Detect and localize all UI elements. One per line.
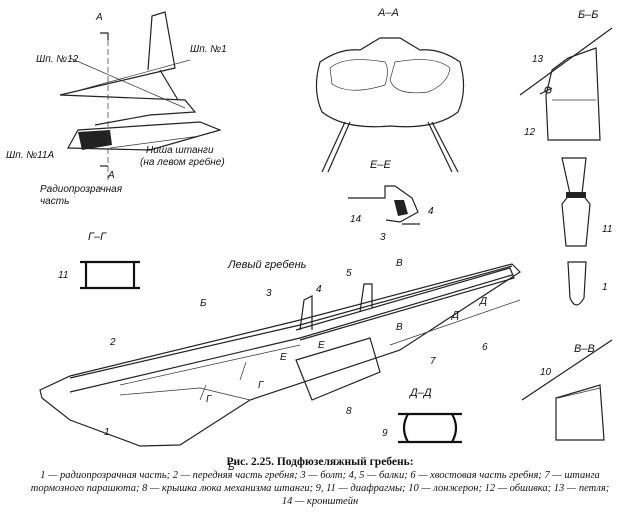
caption-legend-2: тормозного парашюта; 8 — крышка люка мех… bbox=[30, 483, 610, 494]
cut-label-a-top: А bbox=[95, 12, 103, 23]
callout-4-main: 4 bbox=[316, 284, 322, 295]
callout-9: 9 bbox=[382, 428, 388, 439]
caption-legend-3: 14 — кронштейн bbox=[281, 496, 359, 507]
cut-label-a-bottom: А bbox=[107, 170, 115, 181]
section-gg-title: Г–Г bbox=[88, 231, 107, 243]
cut-label-d-right: Д bbox=[479, 296, 487, 307]
cut-label-g-right: Г bbox=[258, 380, 265, 391]
radio-part-label-2: часть bbox=[40, 196, 69, 207]
callout-10: 10 bbox=[540, 367, 552, 378]
section-ee-title: Е–Е bbox=[370, 159, 391, 171]
frame-12-label: Шп. №12 bbox=[36, 54, 79, 65]
callout-14: 14 bbox=[350, 214, 362, 225]
section-bb-title: Б–Б bbox=[578, 9, 598, 21]
callout-3-main: 3 bbox=[266, 288, 272, 299]
frame-11a-label: Шп. №11А bbox=[6, 150, 54, 161]
cut-label-v-bottom: В bbox=[396, 322, 403, 333]
section-gg-drawing bbox=[80, 260, 140, 290]
cut-label-b-bottom: Б bbox=[228, 462, 235, 473]
callout-5: 5 bbox=[346, 268, 352, 279]
section-dd-drawing bbox=[398, 412, 462, 444]
callout-2: 2 bbox=[109, 337, 116, 348]
left-fin-title: Левый гребень bbox=[227, 259, 307, 271]
callout-7: 7 bbox=[430, 356, 436, 367]
main-fin-drawing bbox=[39, 263, 521, 447]
section-aa-drawing bbox=[315, 37, 465, 173]
callout-8: 8 bbox=[346, 406, 352, 417]
aircraft-side-view bbox=[59, 11, 222, 180]
cut-label-e-right: Е bbox=[318, 340, 325, 351]
callout-4-ee: 4 bbox=[428, 206, 434, 217]
section-aa-title: А–А bbox=[377, 7, 399, 19]
callout-1-right: 1 bbox=[602, 282, 608, 293]
callout-6: 6 bbox=[482, 342, 488, 353]
niche-label: Ниша штанги bbox=[146, 145, 214, 156]
cut-label-v-top: В bbox=[396, 258, 403, 269]
caption-title: Рис. 2.25. Подфюзеляжный гребень: bbox=[226, 456, 414, 468]
callout-11-right: 11 bbox=[602, 224, 612, 235]
callout-1-main: 1 bbox=[104, 427, 110, 438]
niche-label-2: (на левом гребне) bbox=[140, 156, 225, 168]
radio-part-label: Радиопрозрачная bbox=[40, 184, 123, 195]
cut-label-e-left: Е bbox=[280, 352, 287, 363]
section-vv-title: В–В bbox=[574, 343, 595, 355]
callout-3-ee: 3 bbox=[380, 232, 386, 243]
cut-label-d-left: Д bbox=[451, 310, 459, 321]
section-ee-drawing bbox=[348, 185, 420, 225]
loop-1-drawing bbox=[567, 261, 587, 306]
callout-11-left: 11 bbox=[58, 270, 68, 281]
figure-caption: Рис. 2.25. Подфюзеляжный гребень: 1 — ра… bbox=[0, 456, 640, 508]
section-vv-drawing bbox=[521, 339, 613, 441]
cut-label-b-top: Б bbox=[200, 298, 207, 309]
callout-13: 13 bbox=[532, 54, 544, 65]
frame-1-label: Шп. №1 bbox=[190, 44, 227, 55]
diaphragm-11-drawing bbox=[561, 157, 591, 247]
callout-12: 12 bbox=[524, 127, 536, 138]
section-bb-drawing bbox=[519, 27, 613, 141]
caption-legend-1: 1 — радиопрозрачная часть; 2 — передняя … bbox=[40, 470, 600, 481]
section-dd-title: Д–Д bbox=[408, 387, 432, 399]
cut-label-g-left: Г bbox=[206, 394, 213, 405]
